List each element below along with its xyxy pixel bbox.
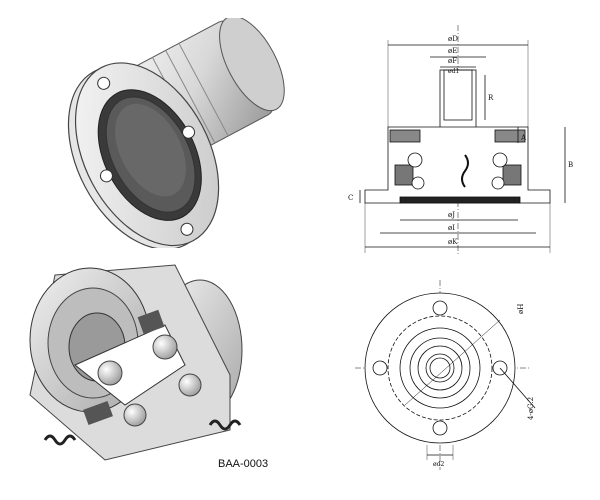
bore-circle [429,357,451,379]
isometric-hub-view [40,15,300,250]
bolt-hole [182,125,196,139]
ball [123,403,147,427]
ball [152,334,178,360]
flange-outline [364,292,516,444]
dim-J: øJ [448,211,455,219]
ball [407,152,423,168]
dim-I: øI [448,224,455,232]
dim-A: A [520,134,527,142]
bolt-hole [492,360,508,376]
dim-R: R [488,94,494,102]
seal-hatch [137,309,165,335]
dim-K: øK [448,238,458,246]
spring-seal [208,419,242,431]
dim-H: øH [517,304,525,314]
plan-view-drawing: øH 4-øG.2 ød2 [345,280,595,475]
dim-C: C [348,194,353,202]
ball [97,360,123,386]
flange [67,62,220,250]
bolt-hole [99,169,113,183]
dim-d2: ød2 [433,461,444,468]
section-drawing: øD øE øF ød1 R A B C øJ øI øK [340,15,595,265]
ball [492,152,508,168]
dim-F: øF [448,57,457,65]
dim-B: B [568,161,573,169]
dim-E: øE [448,47,457,55]
dim-d1: ød1 [448,68,459,75]
bolt-hole [432,420,448,436]
part-number-caption: BAA-0003 [218,458,269,470]
bolt-hole [432,300,448,316]
bolt-hole [97,76,111,90]
spring-seal [43,434,77,446]
cutaway-bearing-view [15,255,275,470]
ball [178,373,202,397]
dim-D: øD [448,35,458,43]
bolt-hole [372,360,388,376]
bolt-hole [180,222,194,236]
dim-G: 4-øG.2 [527,397,535,420]
